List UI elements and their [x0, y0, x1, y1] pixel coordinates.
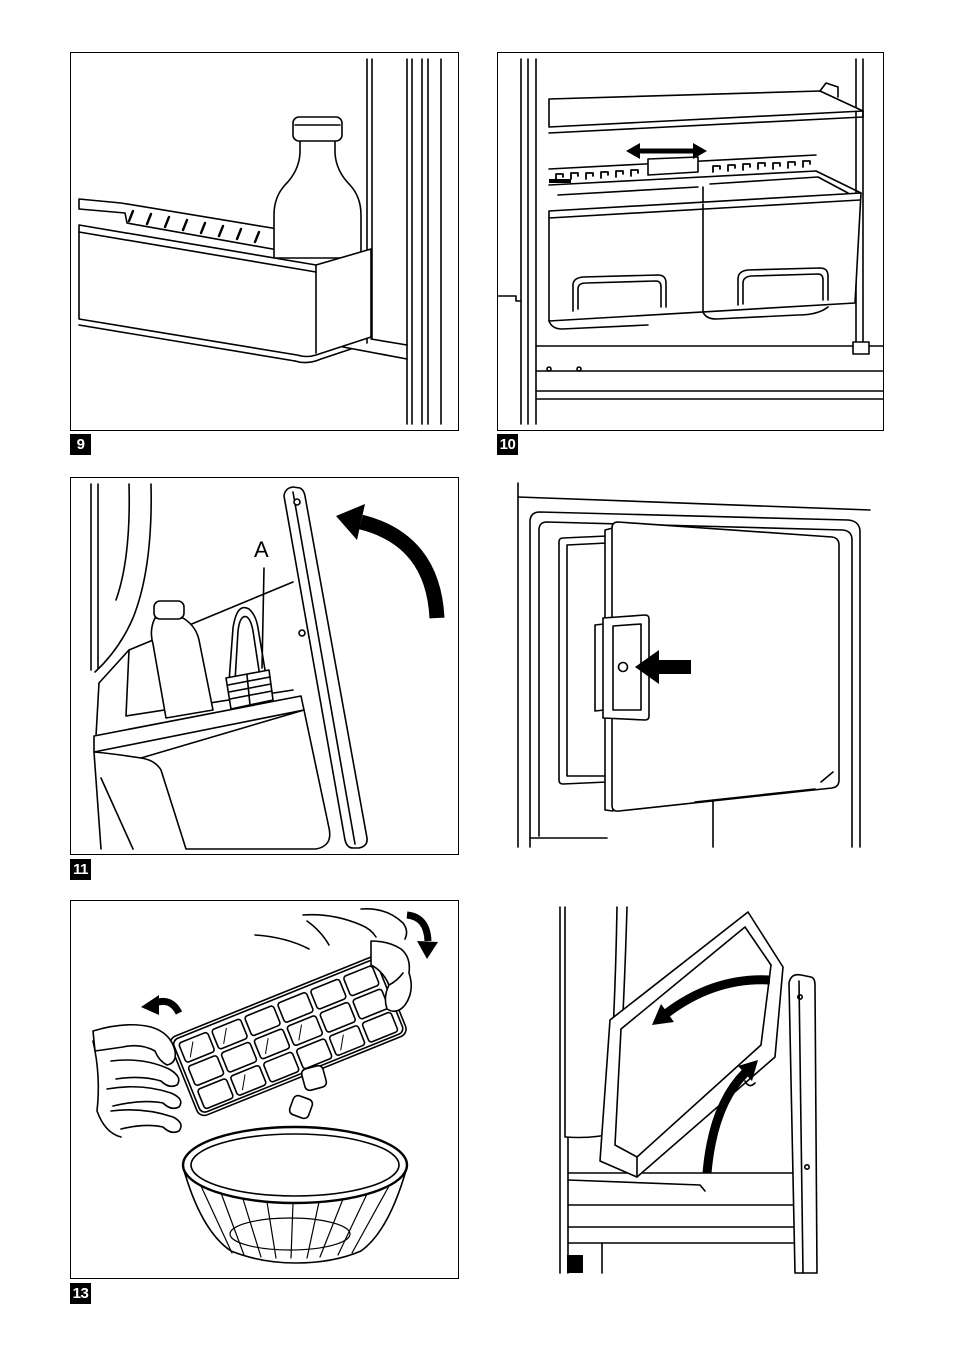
figure-10-number: 10 — [497, 434, 518, 455]
curved-arrow-icon — [336, 504, 437, 618]
fig14-illustration — [555, 905, 830, 1275]
figure-12-drawing — [515, 480, 875, 850]
fig9-illustration — [71, 53, 458, 430]
figure-11-number: 11 — [70, 859, 91, 880]
compartment-floor — [568, 1173, 793, 1273]
ice-tray-icon — [168, 955, 408, 1118]
crisper-drawer-icon — [549, 171, 861, 329]
curved-arrow-icon-right — [407, 915, 438, 959]
double-arrow-icon — [626, 143, 707, 159]
callout-label-a: A — [254, 539, 269, 561]
figure-9-number: 9 — [70, 434, 91, 455]
release-button — [619, 663, 628, 672]
figure-10-panel — [497, 52, 884, 431]
fig11-illustration — [71, 478, 458, 854]
tilted-tray-icon — [600, 912, 783, 1177]
callout-leader-line — [262, 568, 264, 668]
bin-front — [94, 696, 330, 849]
fig13-illustration — [71, 901, 458, 1278]
figure-11-panel — [70, 477, 459, 855]
figure-13-panel — [70, 900, 459, 1279]
fig12-illustration — [515, 480, 875, 850]
glass-shelf-icon — [549, 83, 863, 133]
fridge-right-door — [789, 975, 817, 1273]
fig10-illustration — [498, 53, 883, 430]
milk-bottle-icon — [274, 117, 361, 258]
figure-13-number: 13 — [70, 1283, 91, 1304]
figure-14-drawing — [555, 905, 830, 1275]
corner-marker — [567, 1255, 583, 1273]
curved-arrow-icon-left — [141, 995, 179, 1015]
bowl-icon — [183, 1127, 407, 1263]
figure-9-panel — [70, 52, 459, 431]
brush-icon — [226, 608, 273, 709]
left-hand — [93, 1025, 181, 1137]
